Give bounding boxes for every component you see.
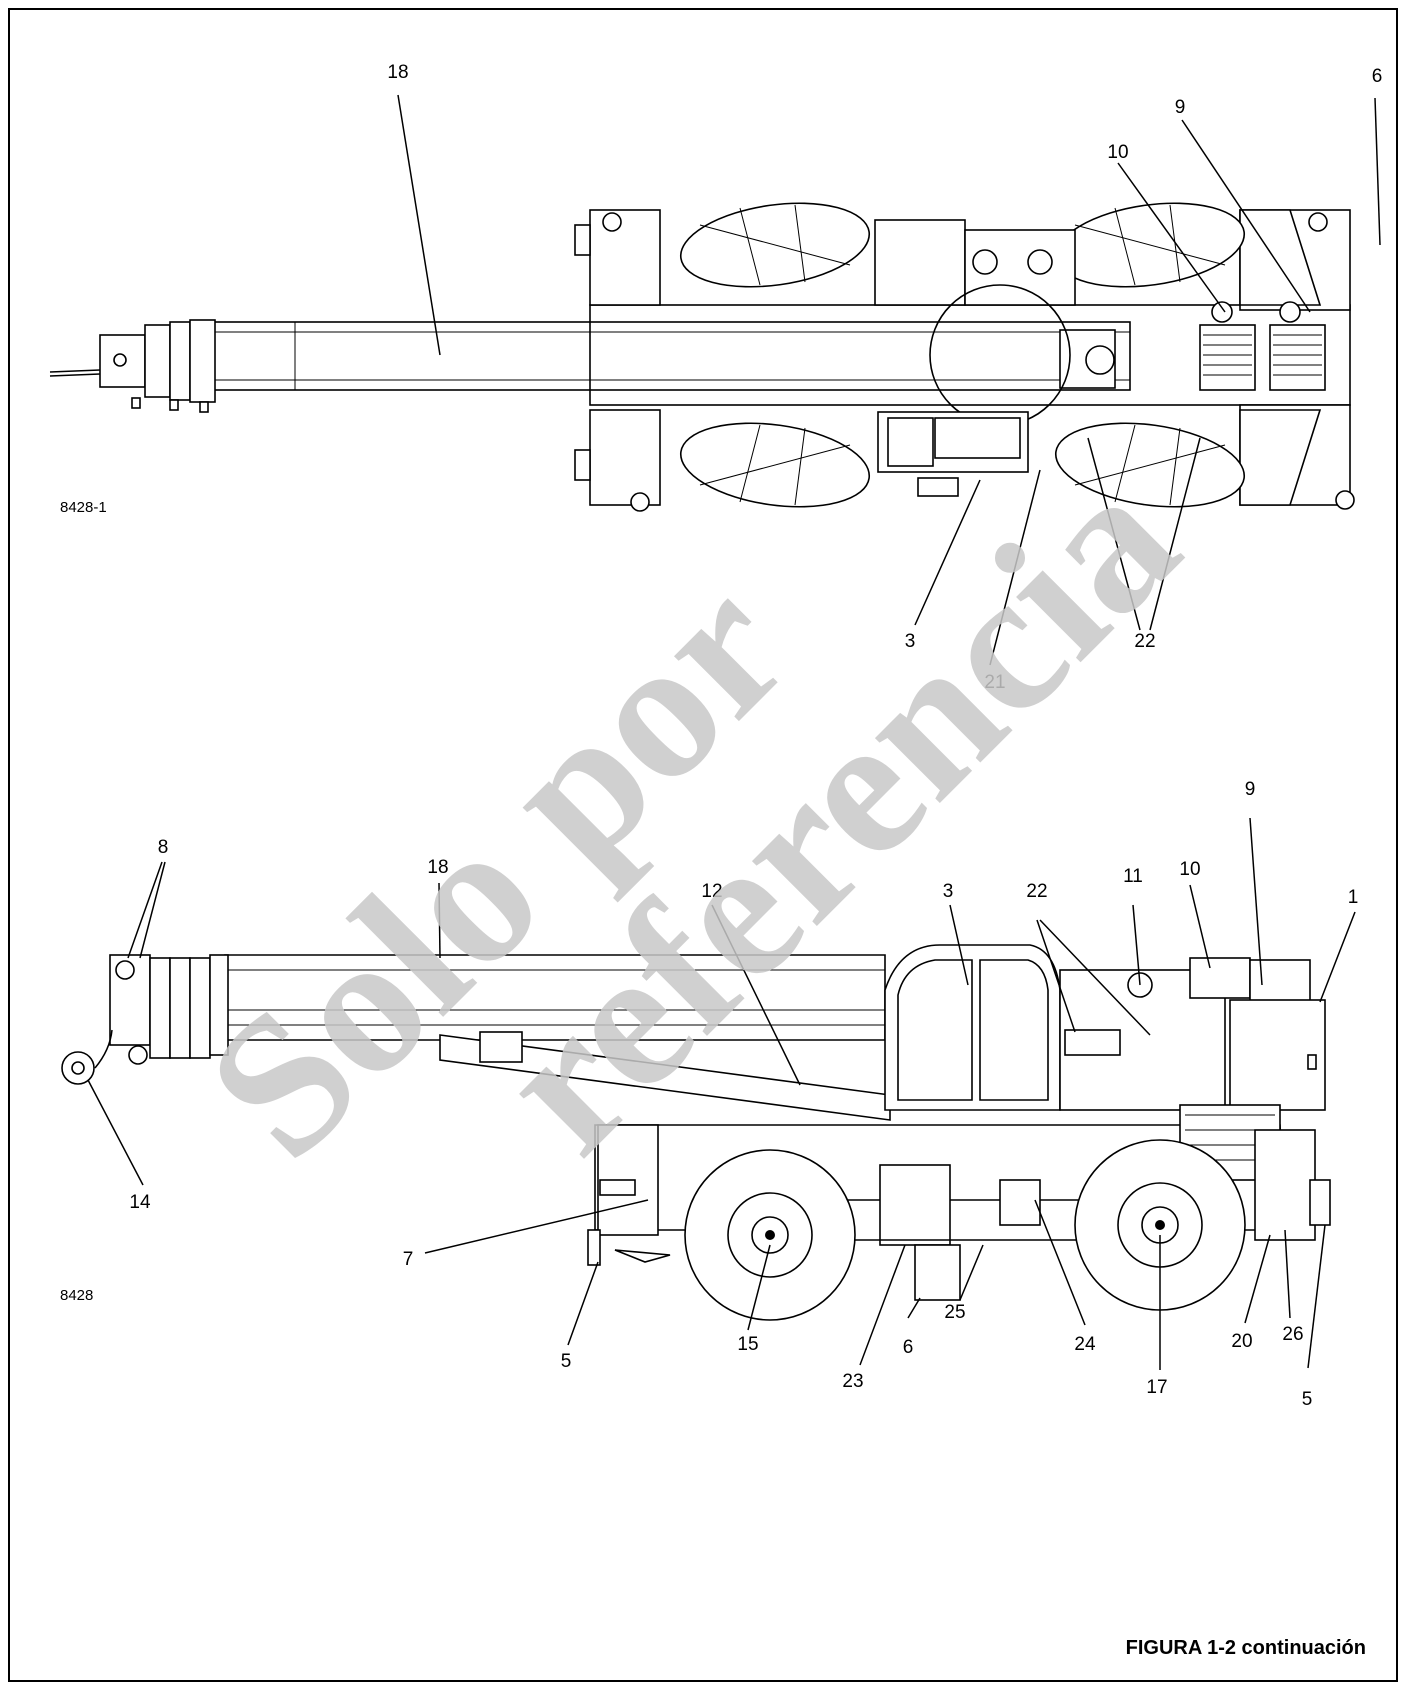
side-leaders xyxy=(87,817,1356,1370)
top-callout-9: 9 xyxy=(1175,97,1186,118)
side-callout-1: 1 xyxy=(1348,887,1359,908)
top-engine-deck xyxy=(874,219,966,306)
side-callout-8: 8 xyxy=(158,837,169,858)
side-callout-11: 11 xyxy=(1123,866,1143,887)
side-callout-10: 10 xyxy=(1179,859,1200,880)
top-winches xyxy=(1199,301,1326,391)
top-figure-code: 8428-1 xyxy=(60,499,107,516)
side-callout-3: 3 xyxy=(943,881,954,902)
top-callout-6: 6 xyxy=(1372,66,1383,87)
figure-caption: FIGURA 1-2 continuación xyxy=(1125,1637,1366,1659)
side-figure-code: 8428 xyxy=(60,1287,93,1304)
side-callout-14: 14 xyxy=(129,1192,151,1213)
side-callout-9: 9 xyxy=(1245,779,1256,800)
side-superstructure xyxy=(1059,957,1326,1111)
page-frame xyxy=(8,8,1398,1682)
side-boom-head xyxy=(61,954,229,1085)
top-callout-18: 18 xyxy=(387,62,408,83)
side-callout-20: 20 xyxy=(1231,1331,1252,1352)
top-view: 18 6 9 10 3 21 22 8428-1 xyxy=(49,62,1383,693)
side-callout-23: 23 xyxy=(842,1371,863,1392)
side-callout-5-rear: 5 xyxy=(1302,1389,1313,1410)
top-outriggers-left xyxy=(574,209,661,512)
top-tires xyxy=(679,202,1246,508)
side-cab xyxy=(884,944,1061,1111)
side-outriggers xyxy=(587,1124,1331,1266)
side-callout-15: 15 xyxy=(737,1334,758,1355)
side-view: 8 18 12 3 22 11 10 9 1 14 7 5 15 23 6 25… xyxy=(60,779,1358,1410)
top-callout-10: 10 xyxy=(1107,142,1128,163)
side-callout-22: 22 xyxy=(1026,881,1047,902)
side-wheels xyxy=(684,1139,1246,1321)
top-boom-nose xyxy=(49,319,216,413)
top-boom xyxy=(209,321,1131,391)
side-callout-26: 26 xyxy=(1282,1324,1303,1345)
side-callout-12: 12 xyxy=(701,881,722,902)
side-lift-cylinder xyxy=(439,1034,891,1121)
top-callout-21: 21 xyxy=(984,672,1005,693)
top-outriggers-right xyxy=(1239,209,1355,510)
top-leaders xyxy=(397,94,1381,666)
side-callout-18: 18 xyxy=(427,857,448,878)
side-callout-24: 24 xyxy=(1074,1334,1096,1355)
side-callout-25: 25 xyxy=(944,1302,965,1323)
top-callout-22: 22 xyxy=(1134,631,1155,652)
side-callout-17: 17 xyxy=(1146,1377,1167,1398)
side-callout-5-front: 5 xyxy=(561,1351,572,1372)
side-callout-7: 7 xyxy=(403,1249,414,1270)
side-callout-6: 6 xyxy=(903,1337,914,1358)
top-callout-3: 3 xyxy=(905,631,916,652)
